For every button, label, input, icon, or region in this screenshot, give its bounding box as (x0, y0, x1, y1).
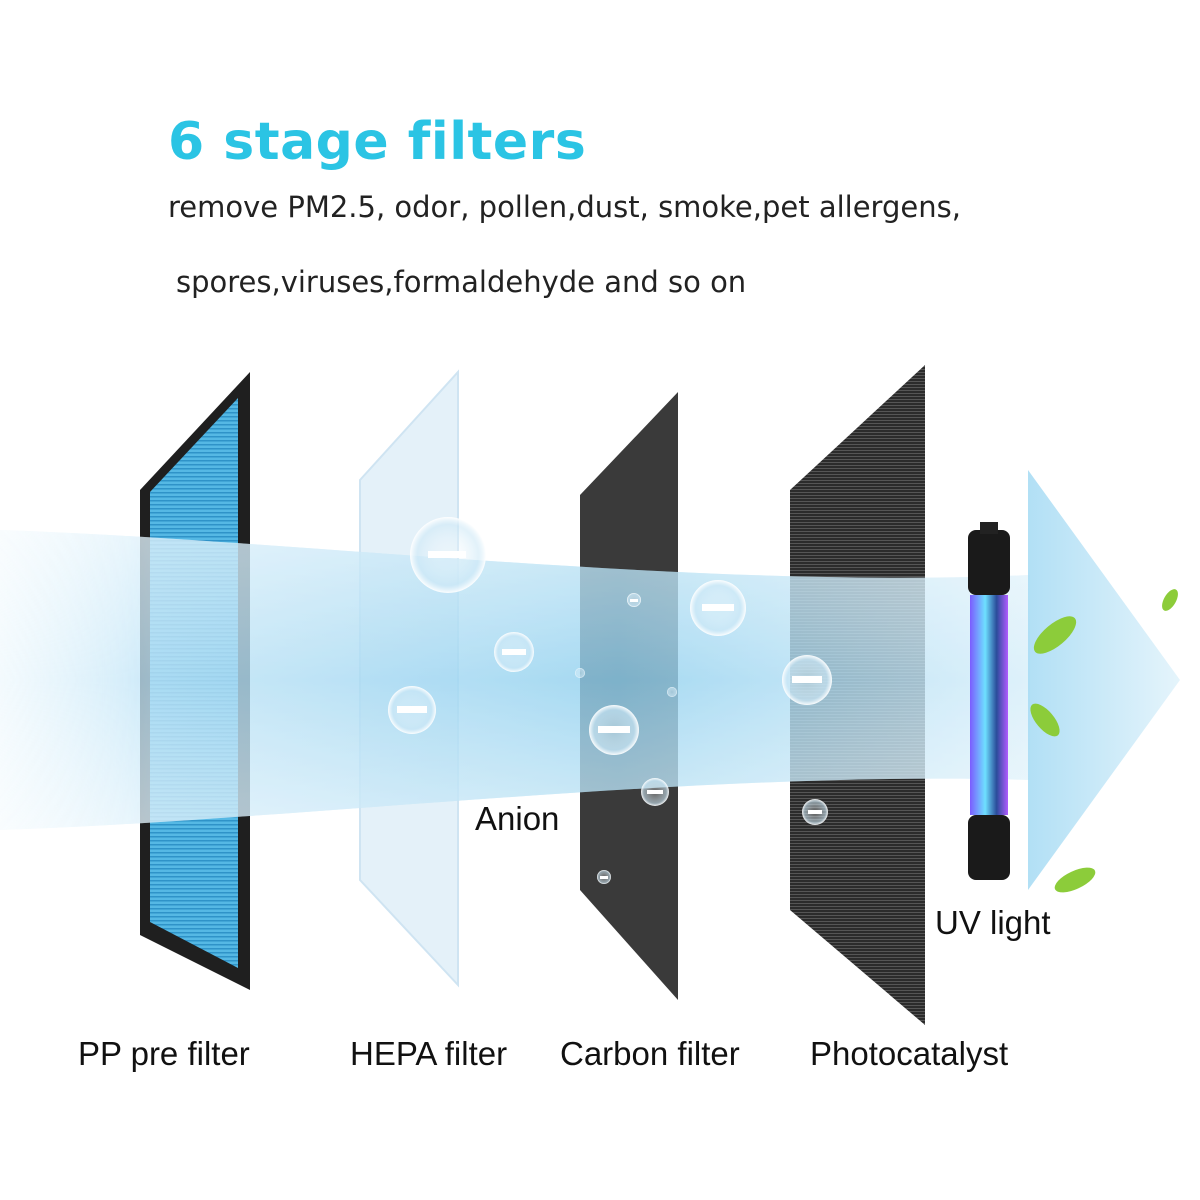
anion-bubble-icon (782, 655, 832, 705)
subtitle-line-1: remove PM2.5, odor, pollen,dust, smoke,p… (168, 190, 961, 224)
anion-bubble-icon (494, 632, 534, 672)
pp-pre-filter-label: PP pre filter (78, 1035, 250, 1072)
anion-bubble-icon (589, 705, 639, 755)
anion-bubble-icon (627, 593, 641, 607)
airflow-beam (0, 530, 1030, 830)
anion-bubbles (388, 517, 832, 884)
anion-bubble-icon (641, 778, 669, 806)
leaf-icons (1030, 589, 1178, 893)
anion-bubble-icon (575, 668, 585, 678)
anion-label: Anion (475, 800, 560, 837)
anion-bubble-icon (667, 687, 677, 697)
page-title: 6 stage filters (168, 112, 587, 172)
uv-light-label: UV light (935, 904, 1051, 941)
photocatalyst-label: Photocatalyst (810, 1035, 1009, 1072)
carbon-filter-label: Carbon filter (560, 1035, 740, 1072)
hepa-filter-label: HEPA filter (350, 1035, 508, 1072)
anion-bubble-icon (690, 580, 746, 636)
anion-bubble-icon (597, 870, 611, 884)
anion-bubble-icon (802, 799, 828, 825)
anion-bubble-icon (410, 517, 486, 593)
uv-lamp-icon (968, 522, 1010, 880)
anion-bubble-icon (388, 686, 436, 734)
airflow-arrow-icon (1028, 470, 1180, 890)
subtitle-line-2: spores,viruses,formaldehyde and so on (176, 265, 747, 299)
